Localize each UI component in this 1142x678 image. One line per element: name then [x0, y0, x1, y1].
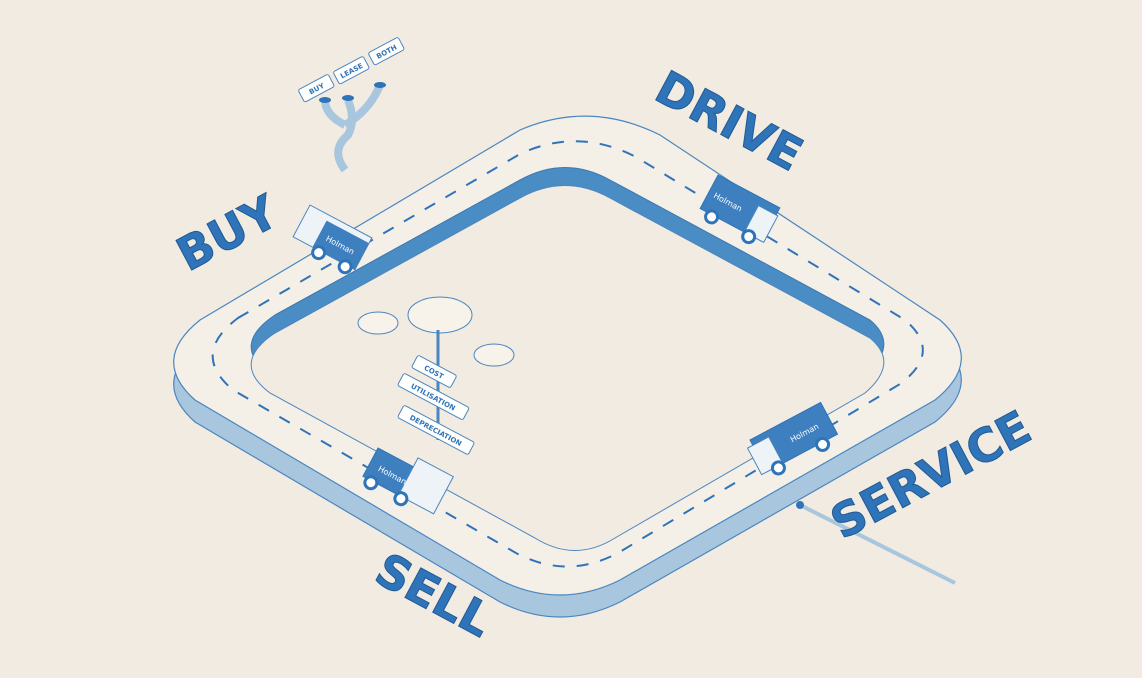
stage-buy-label: BUY — [168, 184, 287, 282]
van-service: Holman — [746, 401, 839, 476]
van-drive: Holman — [699, 174, 781, 245]
clouds — [357, 296, 515, 367]
sign-buy: BUY — [298, 74, 335, 103]
sign-both: BOTH — [368, 37, 405, 66]
buy-lease-fork — [319, 82, 386, 173]
service-cable — [796, 501, 956, 585]
van-buy: Holman — [292, 204, 373, 275]
van-sell: Holman — [362, 447, 455, 515]
infield — [250, 185, 885, 551]
sign-cost: COST — [411, 355, 457, 388]
sign-lease: LEASE — [333, 56, 370, 85]
